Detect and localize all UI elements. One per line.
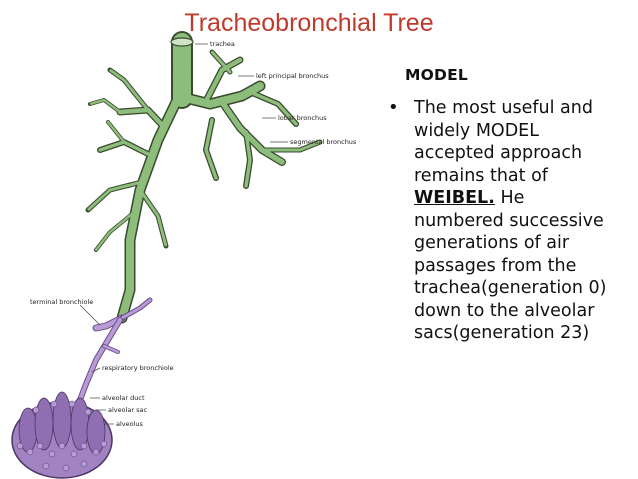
bullet-highlight-weibel: WEIBEL. [414, 188, 495, 208]
label-terminal-bronchiole: terminal bronchiole [30, 298, 93, 306]
bullet-marker: • [388, 97, 399, 118]
label-alveolar-duct: alveolar duct [102, 394, 145, 402]
label-respiratory-bronchiole: respiratory bronchiole [102, 364, 174, 372]
label-trachea: trachea [210, 40, 235, 48]
diagram-leader-lines [79, 43, 288, 425]
diagram-labels: trachea left principal bronchus lobar br… [30, 40, 357, 428]
alveolar-cluster [11, 391, 113, 479]
bullet-text-before: The most useful and widely MODEL accepte… [414, 98, 593, 186]
slide-title: Tracheobronchial Tree [184, 9, 434, 37]
bullet-list: • The most useful and widely MODEL accep… [388, 97, 618, 345]
model-heading: MODEL [405, 66, 468, 84]
respiratory-zone [77, 297, 153, 403]
label-left-principal-bronchus: left principal bronchus [256, 72, 329, 80]
label-alveolus: alveolus [116, 420, 144, 428]
bullet-text-after: He numbered successive generations of ai… [414, 188, 607, 343]
label-alveolar-sac: alveolar sac [108, 406, 148, 414]
label-lobar-bronchus: lobar bronchus [278, 114, 327, 122]
bronchial-tree [85, 31, 323, 324]
label-segmental-bronchus: segmental bronchus [290, 138, 357, 146]
bullet-item: The most useful and widely MODEL accepte… [414, 97, 618, 345]
